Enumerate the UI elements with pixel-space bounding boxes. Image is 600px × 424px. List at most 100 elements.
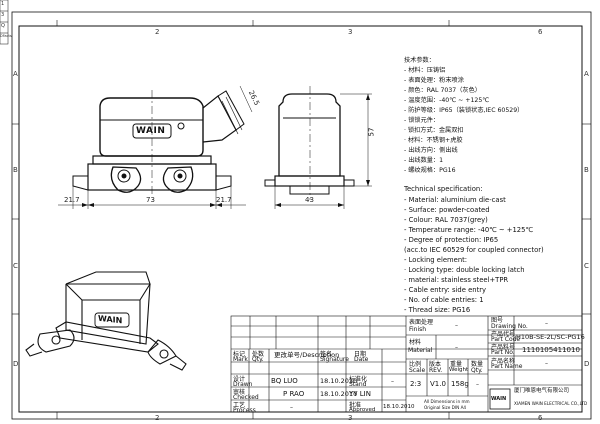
part-name-value: – bbox=[545, 360, 548, 367]
spec-en-line: - No. of cable entries: 1 bbox=[404, 296, 484, 304]
side-strip-1: 1 bbox=[1, 1, 5, 7]
signature-label-en: Signature bbox=[320, 356, 349, 363]
dimension-note-1: All Dimensions in mm bbox=[424, 399, 470, 404]
signature-label-cn: 签名 bbox=[320, 351, 333, 358]
title-block-grid bbox=[230, 315, 583, 413]
spec-cn-line: - 锁锁元件： bbox=[404, 117, 440, 124]
logo-text: WAIN bbox=[491, 396, 507, 402]
process-label-en: Process bbox=[233, 407, 256, 414]
spec-en-line: - Cable entry: side entry bbox=[404, 286, 487, 294]
spec-cn-line: - 防护等级：IP65（装锁状态,IEC 60529） bbox=[404, 107, 524, 114]
checked-date: 18.10.2010 bbox=[320, 390, 358, 398]
spec-en-line: - Locking element: bbox=[404, 256, 468, 264]
qty2-label-cn: 处数 bbox=[252, 351, 265, 358]
company-name-cn: 厦门唯恩电气有限公司 bbox=[514, 388, 570, 394]
spec-en-heading: Technical specification: bbox=[404, 185, 483, 193]
column-label-bottom-3: 3 bbox=[348, 414, 353, 422]
drawing-no-value: – bbox=[545, 320, 548, 327]
approved-date: 18.10.2010 bbox=[383, 404, 415, 410]
checked-label-cn: 审核 bbox=[233, 389, 246, 396]
material-label-en: Material bbox=[408, 347, 433, 354]
row-label-a: A bbox=[13, 70, 18, 78]
part-no-value: 1110105411010 bbox=[522, 346, 580, 354]
part-code-value: H10B-SE-2L/SC-PG16 bbox=[516, 333, 585, 341]
dimension-note-2: Original Size DIN A4 bbox=[424, 405, 467, 410]
date-label-en: Date bbox=[354, 356, 369, 363]
drawn-label-cn: 设计 bbox=[233, 376, 246, 383]
part-code-label-en: Part Code bbox=[491, 336, 521, 343]
row-label-c-right: C bbox=[584, 262, 589, 270]
spec-en-line: · material: stainless steel+TPR bbox=[404, 276, 509, 284]
drawn-date: 18.10.2010 bbox=[320, 377, 358, 385]
column-ticks bbox=[12, 20, 591, 419]
company-name-en: XIAMEN WAIN ELECTRICAL CO.,LTD bbox=[514, 401, 588, 406]
spec-cn-heading: 技术参数： bbox=[404, 57, 435, 64]
finish-value: – bbox=[455, 322, 458, 329]
row-label-a-right: A bbox=[584, 70, 589, 78]
spec-en-line: - Degree of protection: IP65 bbox=[404, 236, 499, 244]
material-value: – bbox=[455, 344, 458, 351]
stand-label-en: Stand bbox=[349, 381, 367, 388]
mark-label-cn: 标记 bbox=[233, 351, 246, 358]
side-strip bbox=[0, 0, 9, 45]
part-no-label-cn: 产品料号 bbox=[491, 344, 516, 351]
column-label-bottom-2: 2 bbox=[155, 414, 160, 422]
part-code-label-cn: 产品代号 bbox=[491, 331, 516, 338]
scale-label-cn: 比例 bbox=[409, 361, 422, 368]
row-label-b-right: B bbox=[584, 166, 589, 174]
part-name-label-cn: 产品名称 bbox=[491, 358, 516, 365]
qty2-label-en: Qty. bbox=[252, 356, 264, 363]
part-name-label-en: Part Name bbox=[491, 363, 523, 370]
rev-label-en: REV. bbox=[429, 367, 443, 374]
company-logo bbox=[489, 388, 511, 410]
qty-value: – bbox=[476, 381, 479, 388]
weight-value: 158g bbox=[451, 380, 469, 388]
spec-en-line: · Locking type: double locking latch bbox=[404, 266, 525, 274]
drawing-no-label-en: Drawing No. bbox=[491, 323, 528, 330]
date-label-cn: 日期 bbox=[354, 351, 367, 358]
weight-label-en: Weight bbox=[449, 367, 469, 373]
checked-label-en: Checked bbox=[233, 394, 259, 401]
row-label-d: D bbox=[13, 360, 19, 368]
finish-label-cn: 表面处理 bbox=[409, 319, 434, 326]
material-label-cn: 材料 bbox=[409, 339, 422, 346]
spec-en-line: - Thread size: PG16 bbox=[404, 306, 471, 314]
side-strip-2: 3 bbox=[1, 12, 5, 18]
spec-en-line: - Temperature range: -40℃ ~ +125℃ bbox=[404, 226, 534, 234]
side-view bbox=[264, 86, 372, 209]
spec-cn-line: · 锁扣方式：金属双扣 bbox=[404, 127, 464, 134]
approved-label-en: Approved bbox=[349, 407, 376, 413]
weight-label-cn: 重量 bbox=[450, 361, 463, 368]
spec-en-line: - Material: aluminium die-cast bbox=[404, 196, 506, 204]
drawn-label-en: Drawn bbox=[233, 381, 253, 388]
process-label-cn: 工艺 bbox=[233, 402, 246, 409]
rev-value: V1.0 bbox=[430, 380, 446, 388]
front-view bbox=[58, 85, 253, 209]
column-label-bottom-6: 6 bbox=[538, 414, 543, 422]
checked-name: P RAO bbox=[283, 390, 305, 398]
spec-en-line: - Colour: RAL 7037(grey) bbox=[404, 216, 488, 224]
change-description-label: 更改单号/Description bbox=[274, 351, 340, 359]
column-label-2: 2 bbox=[155, 28, 160, 36]
part-no-label-en: Part No. bbox=[491, 349, 515, 356]
spec-cn-line: · 材料：不锈钢+虎胶 bbox=[404, 137, 463, 144]
spec-cn-line: - 螺纹规格：PG16 bbox=[404, 167, 456, 174]
dim-21-7-right: 21.7 bbox=[216, 196, 232, 204]
spec-cn-line: - 颜色：RAL 7037（灰色） bbox=[404, 87, 481, 94]
brand-mark-front: WAIN bbox=[136, 126, 166, 136]
side-strip-4: DFacts bbox=[0, 34, 12, 38]
spec-cn-line: - 出线数量：1 bbox=[404, 157, 444, 164]
dim-57: 57 bbox=[367, 127, 376, 137]
qty-label-cn: 数量 bbox=[471, 361, 484, 368]
column-label-4: 6 bbox=[538, 28, 543, 36]
spec-cn-line: - 表面处理：粉末喷涂 bbox=[404, 77, 464, 84]
process-value: – bbox=[290, 404, 293, 411]
row-label-d-right: D bbox=[584, 360, 590, 368]
approved-name: YY LIN bbox=[349, 390, 371, 398]
column-label-3: 3 bbox=[348, 28, 353, 36]
row-label-b: B bbox=[13, 166, 18, 174]
qty-label-en: Qty. bbox=[471, 367, 483, 374]
drawing-no-label-cn: 图号 bbox=[491, 317, 504, 324]
spec-en-line: (acc.to IEC 60529 for coupled connector) bbox=[404, 246, 544, 254]
